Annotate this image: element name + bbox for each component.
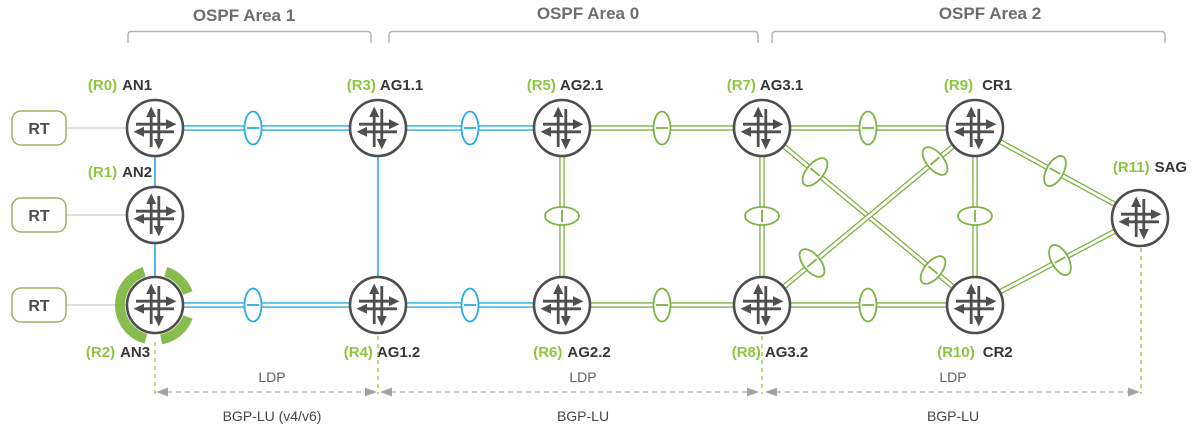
router-CR2 (945, 275, 1005, 335)
lag-ellipse (957, 206, 993, 226)
node-label-AN2: (R1)AN2 (88, 164, 152, 181)
area0-title: OSPF Area 0 (537, 4, 639, 23)
ldp-span-2 (380, 387, 759, 397)
lag-ellipse (652, 110, 672, 146)
lag-ellipses (243, 110, 1072, 323)
lag-ellipse (858, 287, 878, 323)
node-label-CR1: (R9)CR1 (944, 77, 1012, 94)
node-label-AG1.1: (R3)AG1.1 (347, 77, 424, 94)
area1-bracket (127, 30, 372, 43)
lag-ellipse (652, 287, 672, 323)
area2-title: OSPF Area 2 (939, 4, 1041, 23)
lag-ellipse (744, 206, 780, 226)
ldp-span-3 (765, 387, 1140, 397)
rt-box (11, 110, 67, 146)
lag-ellipse (460, 110, 480, 146)
lag-ellipse (243, 110, 263, 146)
node-label-AG3.1: (R7)AG3.1 (727, 77, 804, 94)
node-labels: (R0)AN1 (R1)AN2 (R2)AN3 (R3)AG1.1 (R4)AG… (86, 77, 1187, 361)
ospf-area-headers: OSPF Area 1 OSPF Area 0 OSPF Area 2 (127, 4, 1166, 43)
router-CR1 (945, 98, 1005, 158)
area0-bracket (388, 30, 759, 43)
rt-box (11, 197, 67, 233)
router-AN3 (125, 275, 185, 335)
router-AG2.1 (532, 98, 592, 158)
rt-label: RT (28, 208, 50, 225)
node-label-AN1: (R0)AN1 (88, 77, 152, 94)
node-label-AG2.1: (R5)AG2.1 (527, 77, 604, 94)
router-AG1.2 (348, 275, 408, 335)
lag-ellipse (798, 248, 826, 278)
node-label-AG2.2: (R6)AG2.2 (533, 344, 611, 361)
rt-boxes: RT RT RT (11, 110, 67, 323)
router-AG2.2 (532, 275, 592, 335)
lag-ellipse (801, 157, 829, 187)
bgp-label-3: BGP-LU (927, 408, 979, 424)
router-AN1 (125, 98, 185, 158)
lag-ellipse (1048, 244, 1072, 276)
lag-ellipse (544, 206, 580, 226)
node-label-CR2: (R10)CR2 (937, 344, 1013, 361)
rt-label: RT (28, 121, 50, 138)
rt-box (11, 287, 67, 323)
bgp-label-2: BGP-LU (557, 408, 609, 424)
node-label-AN3: (R2)AN3 (86, 344, 150, 361)
lag-ellipse (1043, 155, 1067, 187)
lag-ellipse (919, 255, 947, 285)
node-label-AG1.2: (R4)AG1.2 (344, 344, 421, 361)
router-AG3.2 (732, 275, 792, 335)
ldp-label-2: LDP (569, 369, 596, 385)
rt-label: RT (28, 298, 50, 315)
area2-bracket (771, 30, 1166, 43)
lag-ellipse (858, 110, 878, 146)
routers (125, 98, 1170, 335)
an3-highlight-ring (115, 266, 193, 345)
bgp-label-1: BGP-LU (v4/v6) (223, 408, 322, 424)
router-SAG (1110, 188, 1170, 248)
node-label-SAG: (R11)SAG (1113, 159, 1187, 176)
router-AN2 (125, 185, 185, 245)
router-AG3.1 (732, 98, 792, 158)
node-label-AG3.2: (R8)AG3.2 (732, 344, 809, 361)
protocol-annotations: LDP LDP LDP BGP-LU (v4/v6) BGP-LU BGP-LU (154, 248, 1142, 424)
router-AG1.1 (348, 98, 408, 158)
lag-ellipse (921, 146, 949, 176)
lag-ellipse (460, 287, 480, 323)
ldp-label-3: LDP (939, 369, 966, 385)
ldp-label-1: LDP (258, 369, 285, 385)
area1-title: OSPF Area 1 (193, 6, 295, 25)
lag-ellipse (243, 287, 263, 323)
ldp-span-1 (156, 387, 377, 397)
